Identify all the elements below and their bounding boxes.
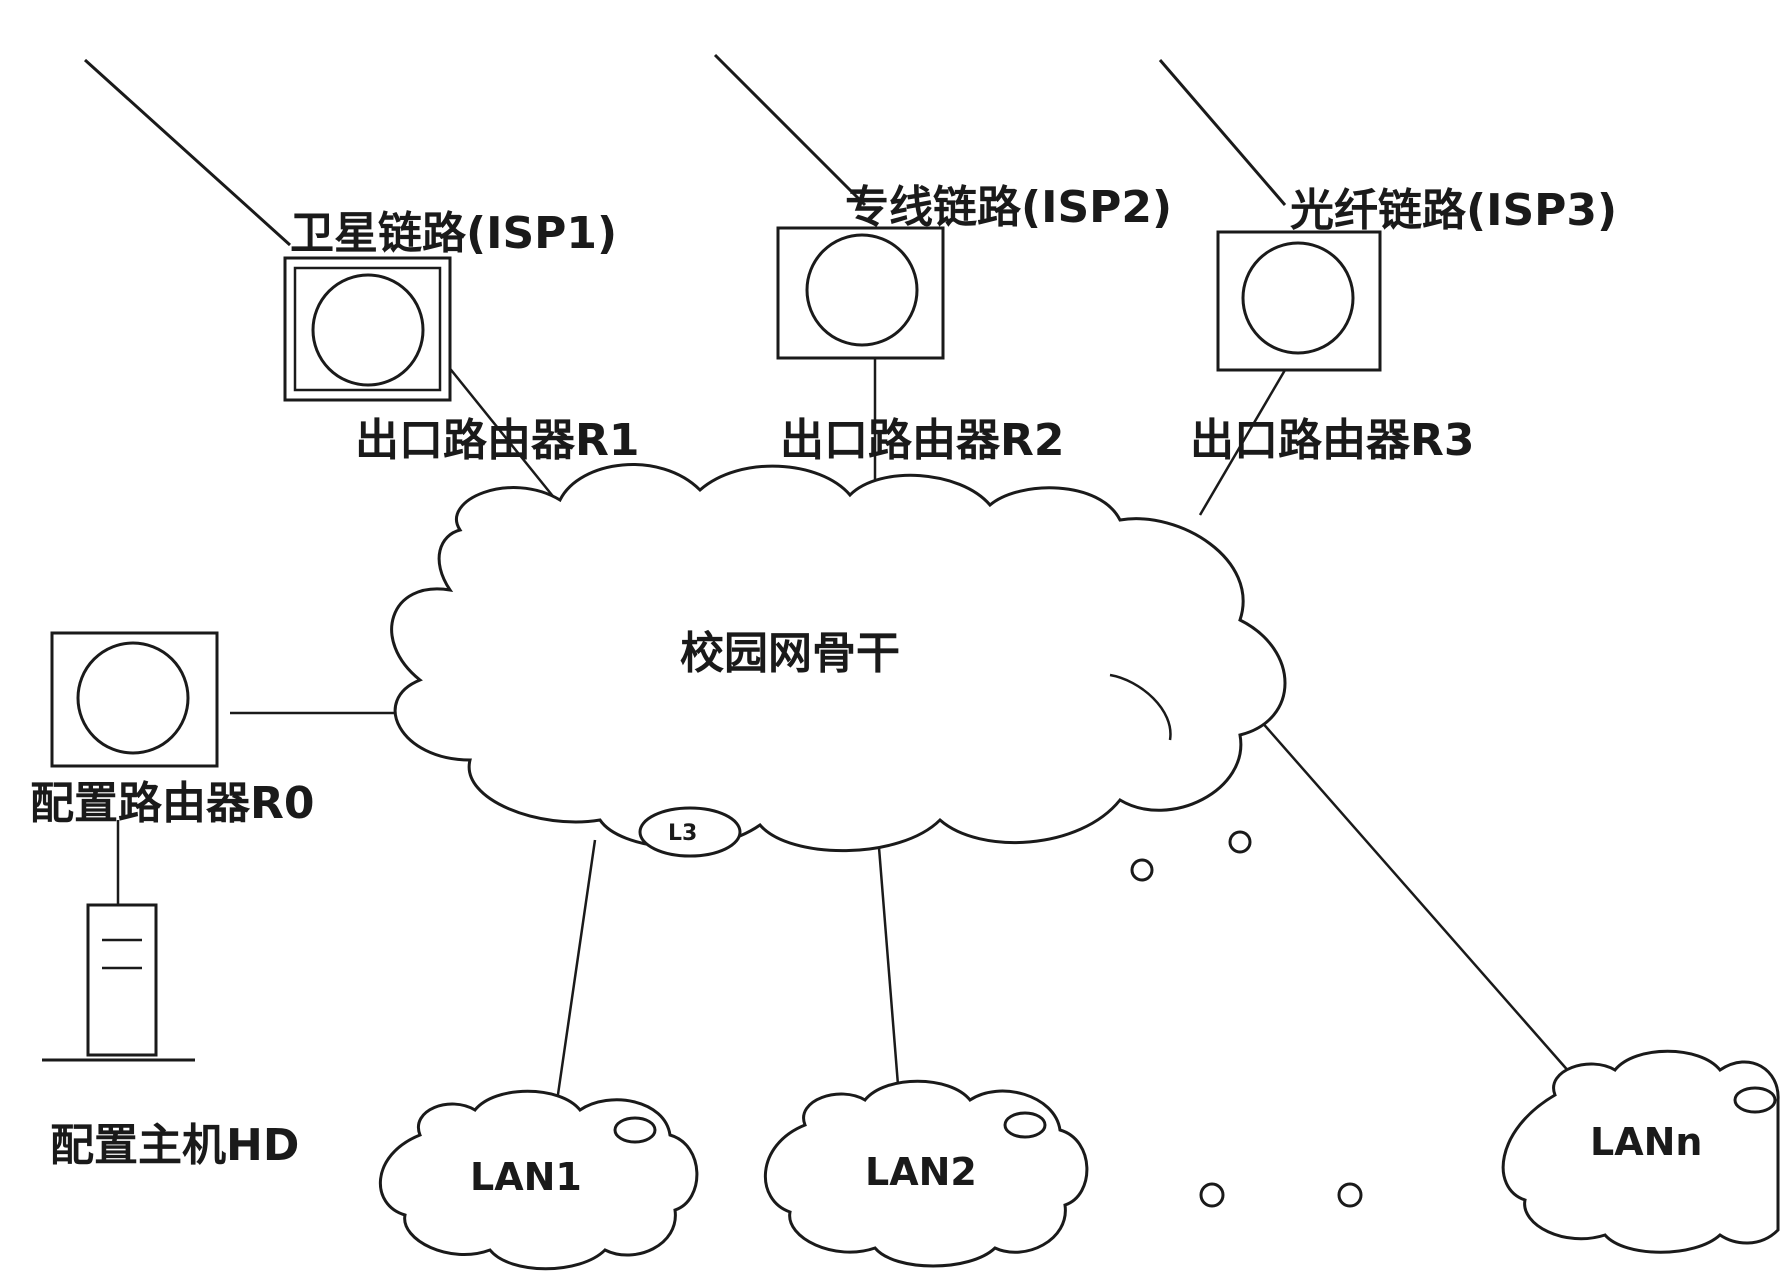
- lan1-cloud-curl: [613, 1116, 657, 1144]
- ellipsis-dot-3: [1199, 1182, 1225, 1208]
- backbone-lann-line: [1259, 719, 1586, 1091]
- core-switch-label: L3: [668, 821, 697, 846]
- r0-label: 配置路由器R0: [30, 778, 315, 829]
- router-r0[interactable]: [50, 631, 219, 768]
- router-r2-icon: [805, 233, 919, 347]
- isp2-label: 专线链路(ISP2): [845, 182, 1172, 233]
- lan2-label: LAN2: [865, 1150, 977, 1194]
- lann-label: LANn: [1590, 1120, 1702, 1164]
- r3-label: 出口路由器R3: [1190, 415, 1475, 466]
- r1-backbone-line: [434, 349, 561, 506]
- lan2-cloud-curl: [1003, 1111, 1047, 1139]
- r3-backbone-line: [1198, 369, 1287, 516]
- ellipsis-dot-2: [1228, 830, 1252, 854]
- host-label: 配置主机HD: [50, 1120, 299, 1171]
- backbone-label: 校园网骨干: [680, 628, 900, 679]
- core-switch-ellipse: [638, 806, 742, 858]
- lann-cloud-curl: [1733, 1086, 1777, 1114]
- backbone-lan1-line: [553, 839, 597, 1116]
- lan1-label: LAN1: [470, 1155, 582, 1199]
- backbone-cloud-curl: [1109, 673, 1172, 741]
- isp3-link-line: [1158, 59, 1287, 206]
- router-r1-box: [283, 256, 452, 402]
- router-r3-icon: [1241, 241, 1355, 355]
- router-r3[interactable]: [1216, 230, 1382, 372]
- isp1-label: 卫星链路(ISP1): [290, 208, 617, 259]
- isp1-link-line: [83, 58, 292, 247]
- r2-label: 出口路由器R2: [780, 415, 1065, 466]
- router-r0-icon: [76, 641, 190, 755]
- router-r1-icon: [311, 273, 425, 387]
- router-r2[interactable]: [776, 226, 945, 360]
- router-r1-inner-box: [293, 266, 442, 392]
- r1-label: 出口路由器R1: [355, 415, 640, 466]
- isp3-label: 光纤链路(ISP3): [1290, 185, 1617, 236]
- host-hd[interactable]: [42, 903, 195, 1062]
- ellipsis-dot-1: [1130, 858, 1154, 882]
- isp2-link-line: [713, 53, 867, 207]
- backbone-cloud: [390, 463, 1287, 853]
- ellipsis-dot-4: [1337, 1182, 1363, 1208]
- backbone-lan2-line: [876, 834, 902, 1111]
- lann-cloud: [1501, 1049, 1780, 1254]
- host-hd-tower: [86, 903, 158, 1057]
- router-r1[interactable]: [283, 256, 452, 402]
